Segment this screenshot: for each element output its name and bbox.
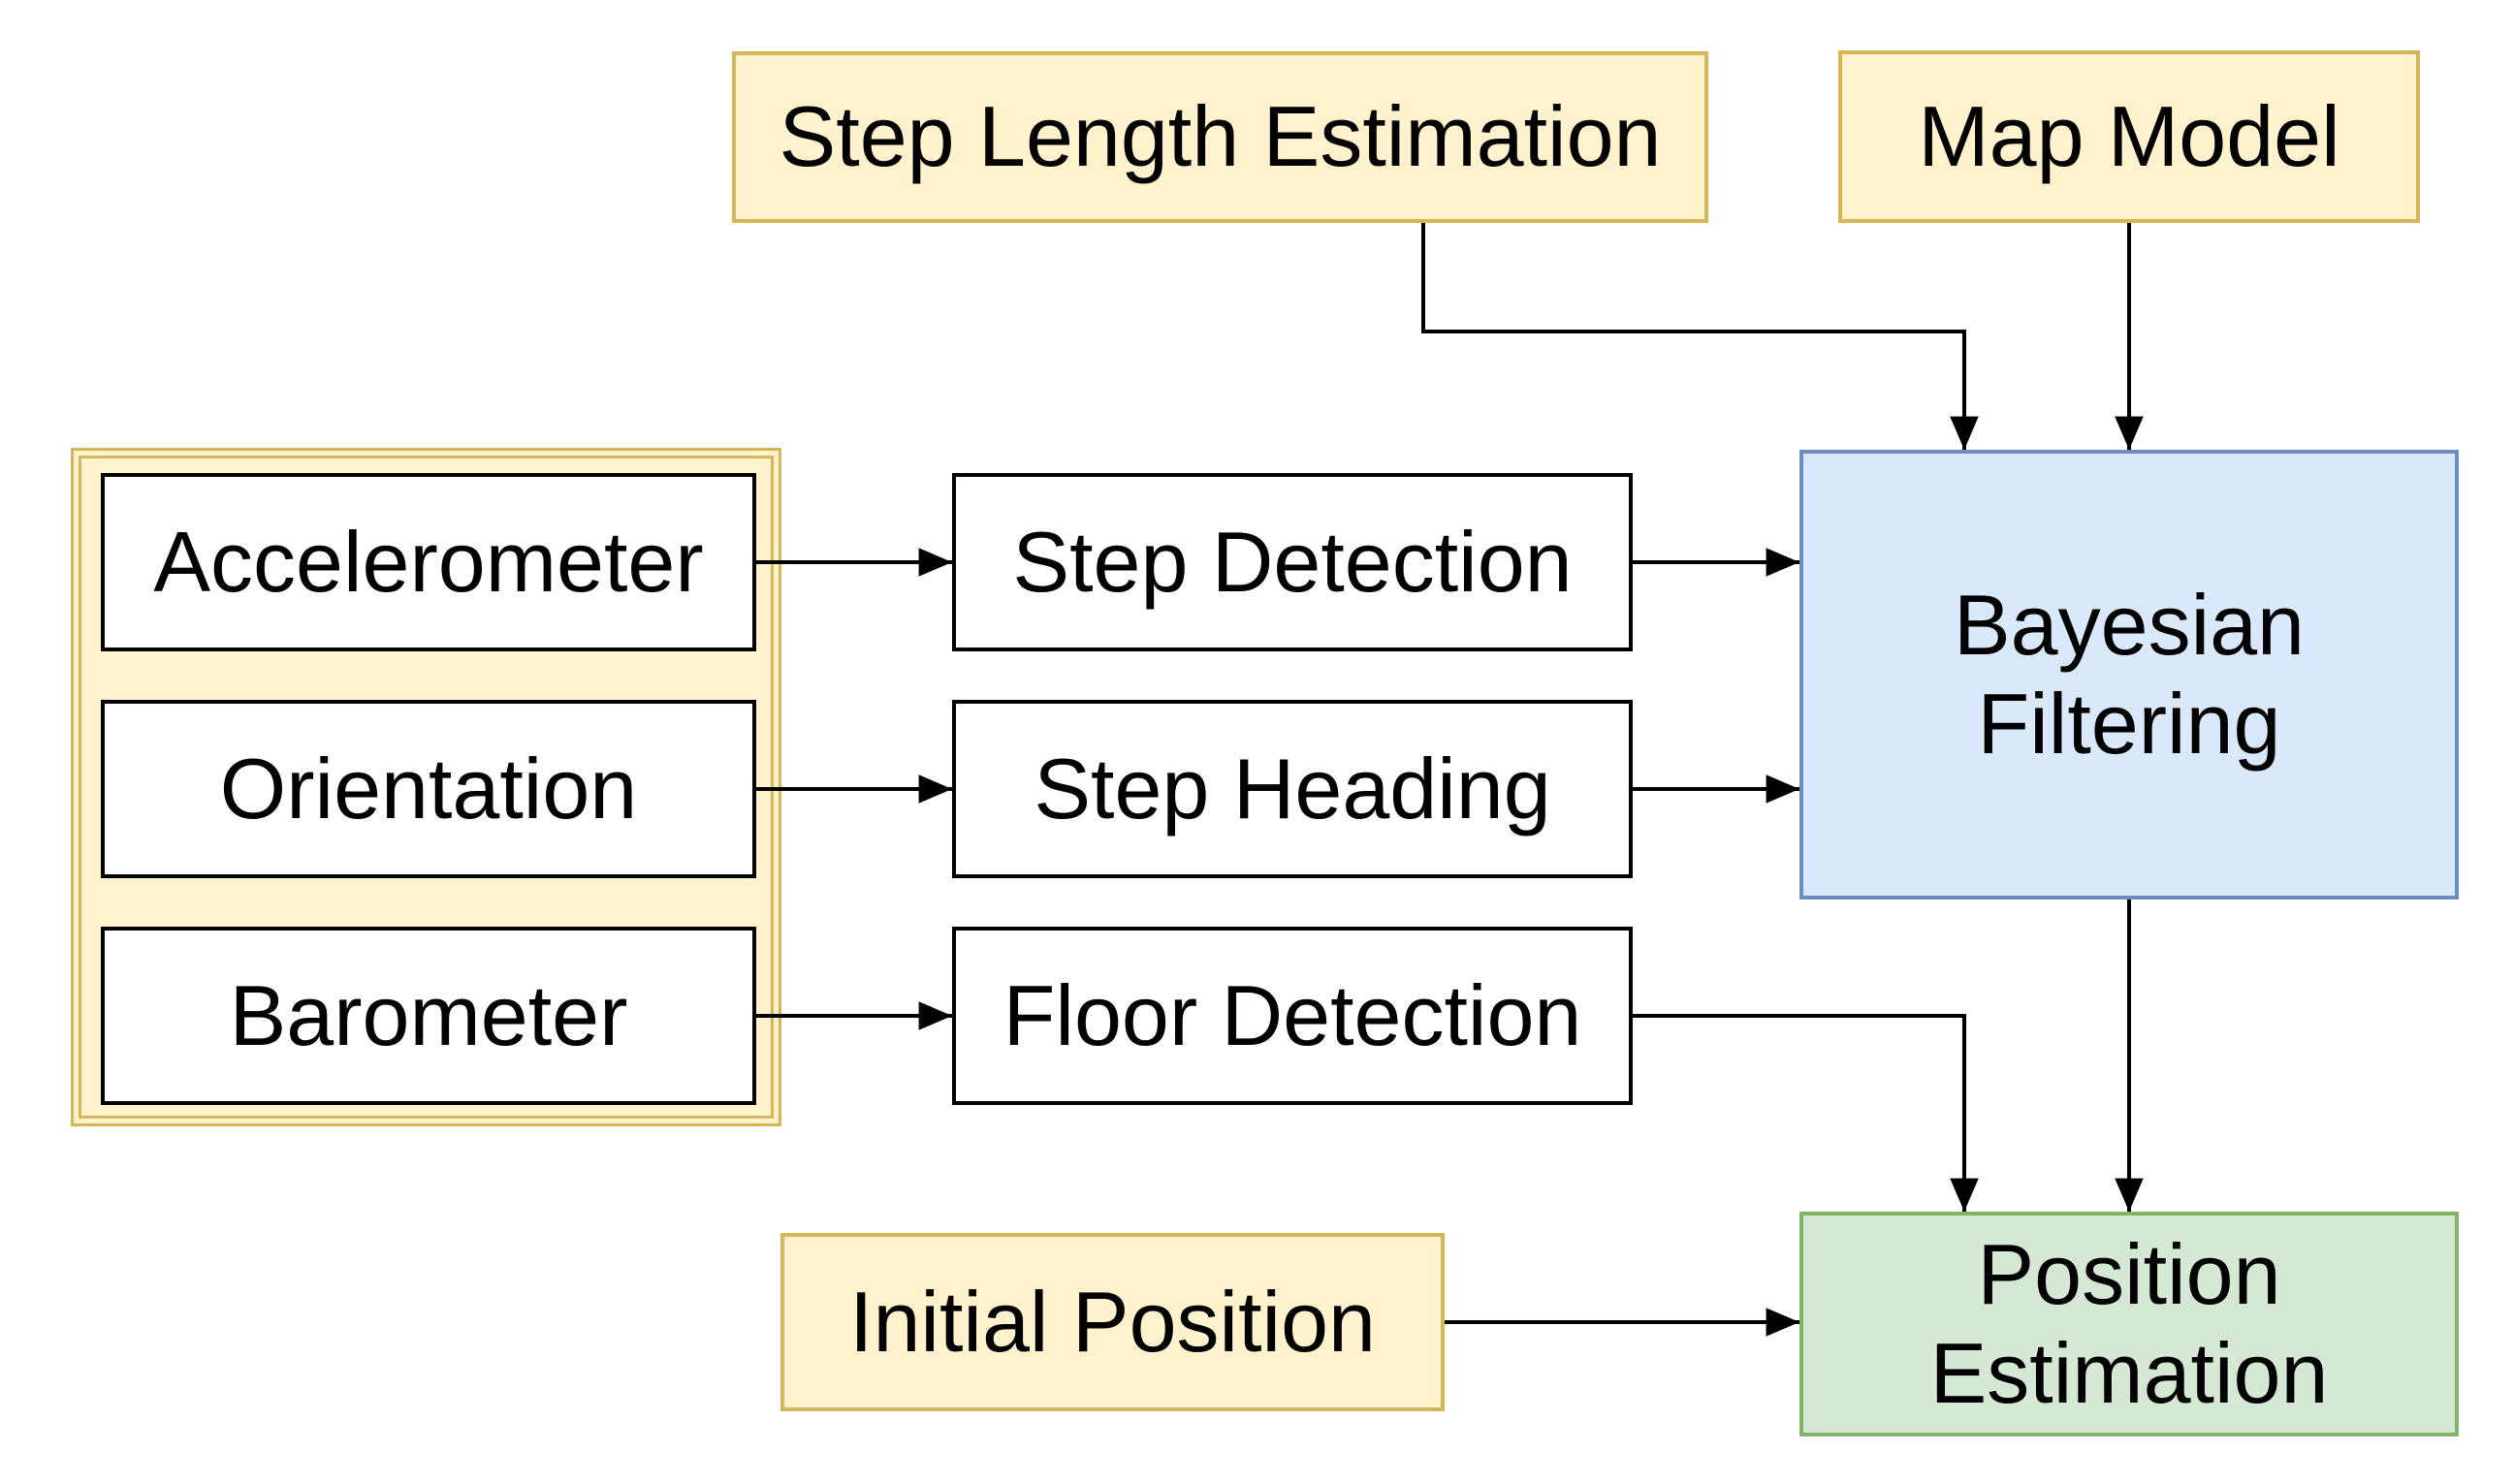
node-step-heading: Step Heading — [952, 700, 1633, 878]
node-initial-position-label: Initial Position — [849, 1273, 1376, 1370]
node-floor-detection-label: Floor Detection — [1002, 966, 1582, 1063]
node-step-heading-label: Step Heading — [1034, 740, 1551, 837]
node-map-model: Map Model — [1838, 50, 2420, 223]
node-step-length-estimation-label: Step Length Estimation — [779, 88, 1662, 185]
node-accelerometer: Accelerometer — [101, 473, 756, 651]
arrow-floor-detection-to-position-estimation — [1633, 1014, 1979, 1212]
node-orientation: Orientation — [101, 700, 756, 878]
node-step-length-estimation: Step Length Estimation — [732, 51, 1708, 223]
node-barometer: Barometer — [101, 927, 756, 1105]
node-step-detection-label: Step Detection — [1012, 513, 1573, 610]
node-bayesian-filtering-label: Bayesian Filtering — [1953, 576, 2305, 772]
node-position-estimation: Position Estimation — [1799, 1212, 2459, 1437]
node-position-estimation-label: Position Estimation — [1929, 1225, 2329, 1421]
node-initial-position: Initial Position — [780, 1233, 1445, 1411]
node-accelerometer-label: Accelerometer — [153, 513, 704, 610]
node-floor-detection: Floor Detection — [952, 927, 1633, 1105]
node-map-model-label: Map Model — [1918, 87, 2340, 184]
node-bayesian-filtering: Bayesian Filtering — [1799, 450, 2459, 900]
node-orientation-label: Orientation — [219, 740, 638, 837]
node-barometer-label: Barometer — [229, 966, 628, 1063]
node-step-detection: Step Detection — [952, 473, 1633, 651]
arrow-step-length-estimation-to-bayesian-filtering — [1421, 223, 1979, 450]
